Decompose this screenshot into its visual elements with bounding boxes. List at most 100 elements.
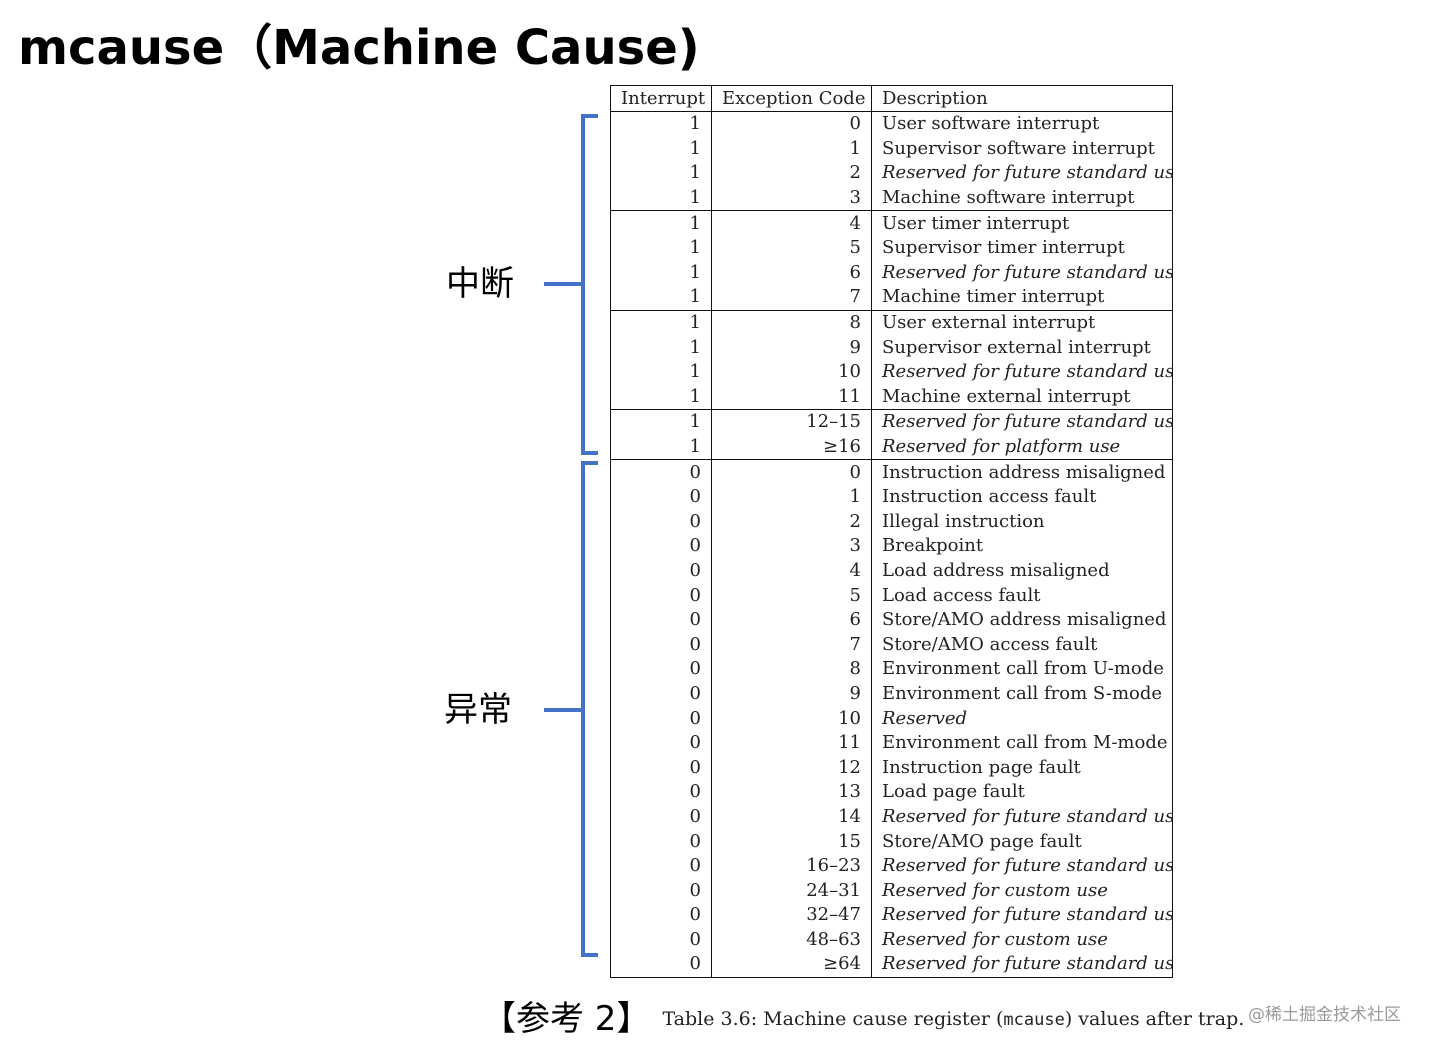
interrupt-cell: 0 <box>610 952 712 978</box>
description-cell: Illegal instruction <box>871 509 1173 535</box>
interrupt-cell: 1 <box>610 235 712 261</box>
exceptions-label: 异常 <box>444 690 512 730</box>
description-cell: Instruction access fault <box>871 484 1173 510</box>
description-cell: Supervisor software interrupt <box>871 136 1173 162</box>
description-cell: Instruction page fault <box>871 755 1173 781</box>
interrupt-cell: 1 <box>610 185 712 211</box>
exception-code-cell: 8 <box>711 657 872 682</box>
interrupt-cell: 0 <box>610 903 712 928</box>
description-cell: User software interrupt <box>871 111 1173 137</box>
exception-code-cell: 10 <box>711 706 872 731</box>
description-cell: Reserved for custom use <box>871 878 1173 903</box>
description-cell: Breakpoint <box>871 534 1173 559</box>
interrupts-bracket <box>544 114 598 455</box>
description-cell: Machine external interrupt <box>871 384 1173 410</box>
description-cell: Reserved for future standard use <box>871 260 1173 286</box>
exception-code-cell: ≥16 <box>711 434 872 460</box>
interrupt-cell: 1 <box>610 111 712 137</box>
description-cell: User timer interrupt <box>871 210 1173 236</box>
exception-code-cell: 10 <box>711 359 872 385</box>
description-cell: Supervisor timer interrupt <box>871 235 1173 261</box>
description-cell: Environment call from U-mode <box>871 657 1173 682</box>
exceptions-bracket <box>544 461 598 957</box>
description-cell: Store/AMO address misaligned <box>871 607 1173 633</box>
exception-code-cell: 8 <box>711 309 872 336</box>
exception-code-cell: 16–23 <box>711 853 872 879</box>
exception-code-cell: 14 <box>711 804 872 830</box>
interrupt-cell: 0 <box>610 583 712 608</box>
interrupt-cell: 1 <box>610 309 712 336</box>
exception-code-cell: 12–15 <box>711 409 872 435</box>
exception-code-cell: 1 <box>711 136 872 162</box>
interrupt-cell: 1 <box>610 260 712 286</box>
description-cell: Load address misaligned <box>871 558 1173 584</box>
exception-code-cell: 7 <box>711 632 872 658</box>
exception-code-cell: 5 <box>711 235 872 261</box>
description-cell: Load page fault <box>871 780 1173 805</box>
description-cell: User external interrupt <box>871 309 1173 336</box>
description-cell: Reserved for future standard use <box>871 853 1173 879</box>
exception-code-cell: 1 <box>711 484 872 510</box>
exception-code-cell: ≥64 <box>711 952 872 978</box>
exception-code-cell: 48–63 <box>711 927 872 953</box>
description-cell: Reserved for future standard use <box>871 161 1173 186</box>
exception-code-cell: 24–31 <box>711 878 872 903</box>
interrupt-cell: 0 <box>610 509 712 535</box>
interrupts-label: 中断 <box>446 264 514 304</box>
interrupt-cell: 0 <box>610 681 712 707</box>
exception-code-cell: 6 <box>711 260 872 286</box>
exception-code-cell: 11 <box>711 384 872 410</box>
interrupt-cell: 1 <box>610 136 712 162</box>
exception-code-cell: 2 <box>711 161 872 186</box>
caption-text: Table 3.6: Machine cause register (mcaus… <box>662 1008 1244 1030</box>
description-cell: Environment call from M-mode <box>871 730 1173 756</box>
interrupt-cell: 0 <box>610 780 712 805</box>
header-exception-code: Exception Code <box>711 85 872 112</box>
watermark: @稀土掘金技术社区 <box>1248 1005 1401 1025</box>
interrupt-cell: 0 <box>610 853 712 879</box>
interrupt-cell: 0 <box>610 459 712 485</box>
interrupt-cell: 0 <box>610 657 712 682</box>
description-cell: Reserved for future standard use <box>871 804 1173 830</box>
interrupt-cell: 1 <box>610 210 712 236</box>
exception-code-cell: 7 <box>711 285 872 311</box>
exception-code-cell: 15 <box>711 829 872 854</box>
description-cell: Reserved for platform use <box>871 434 1173 460</box>
exception-code-cell: 5 <box>711 583 872 608</box>
interrupt-cell: 0 <box>610 755 712 781</box>
exception-code-cell: 32–47 <box>711 903 872 928</box>
interrupt-cell: 0 <box>610 484 712 510</box>
description-cell: Store/AMO access fault <box>871 632 1173 658</box>
description-cell: Store/AMO page fault <box>871 829 1173 854</box>
exception-code-cell: 3 <box>711 185 872 211</box>
interrupt-cell: 1 <box>610 434 712 460</box>
interrupt-cell: 0 <box>610 878 712 903</box>
description-cell: Reserved for future standard use <box>871 952 1173 978</box>
